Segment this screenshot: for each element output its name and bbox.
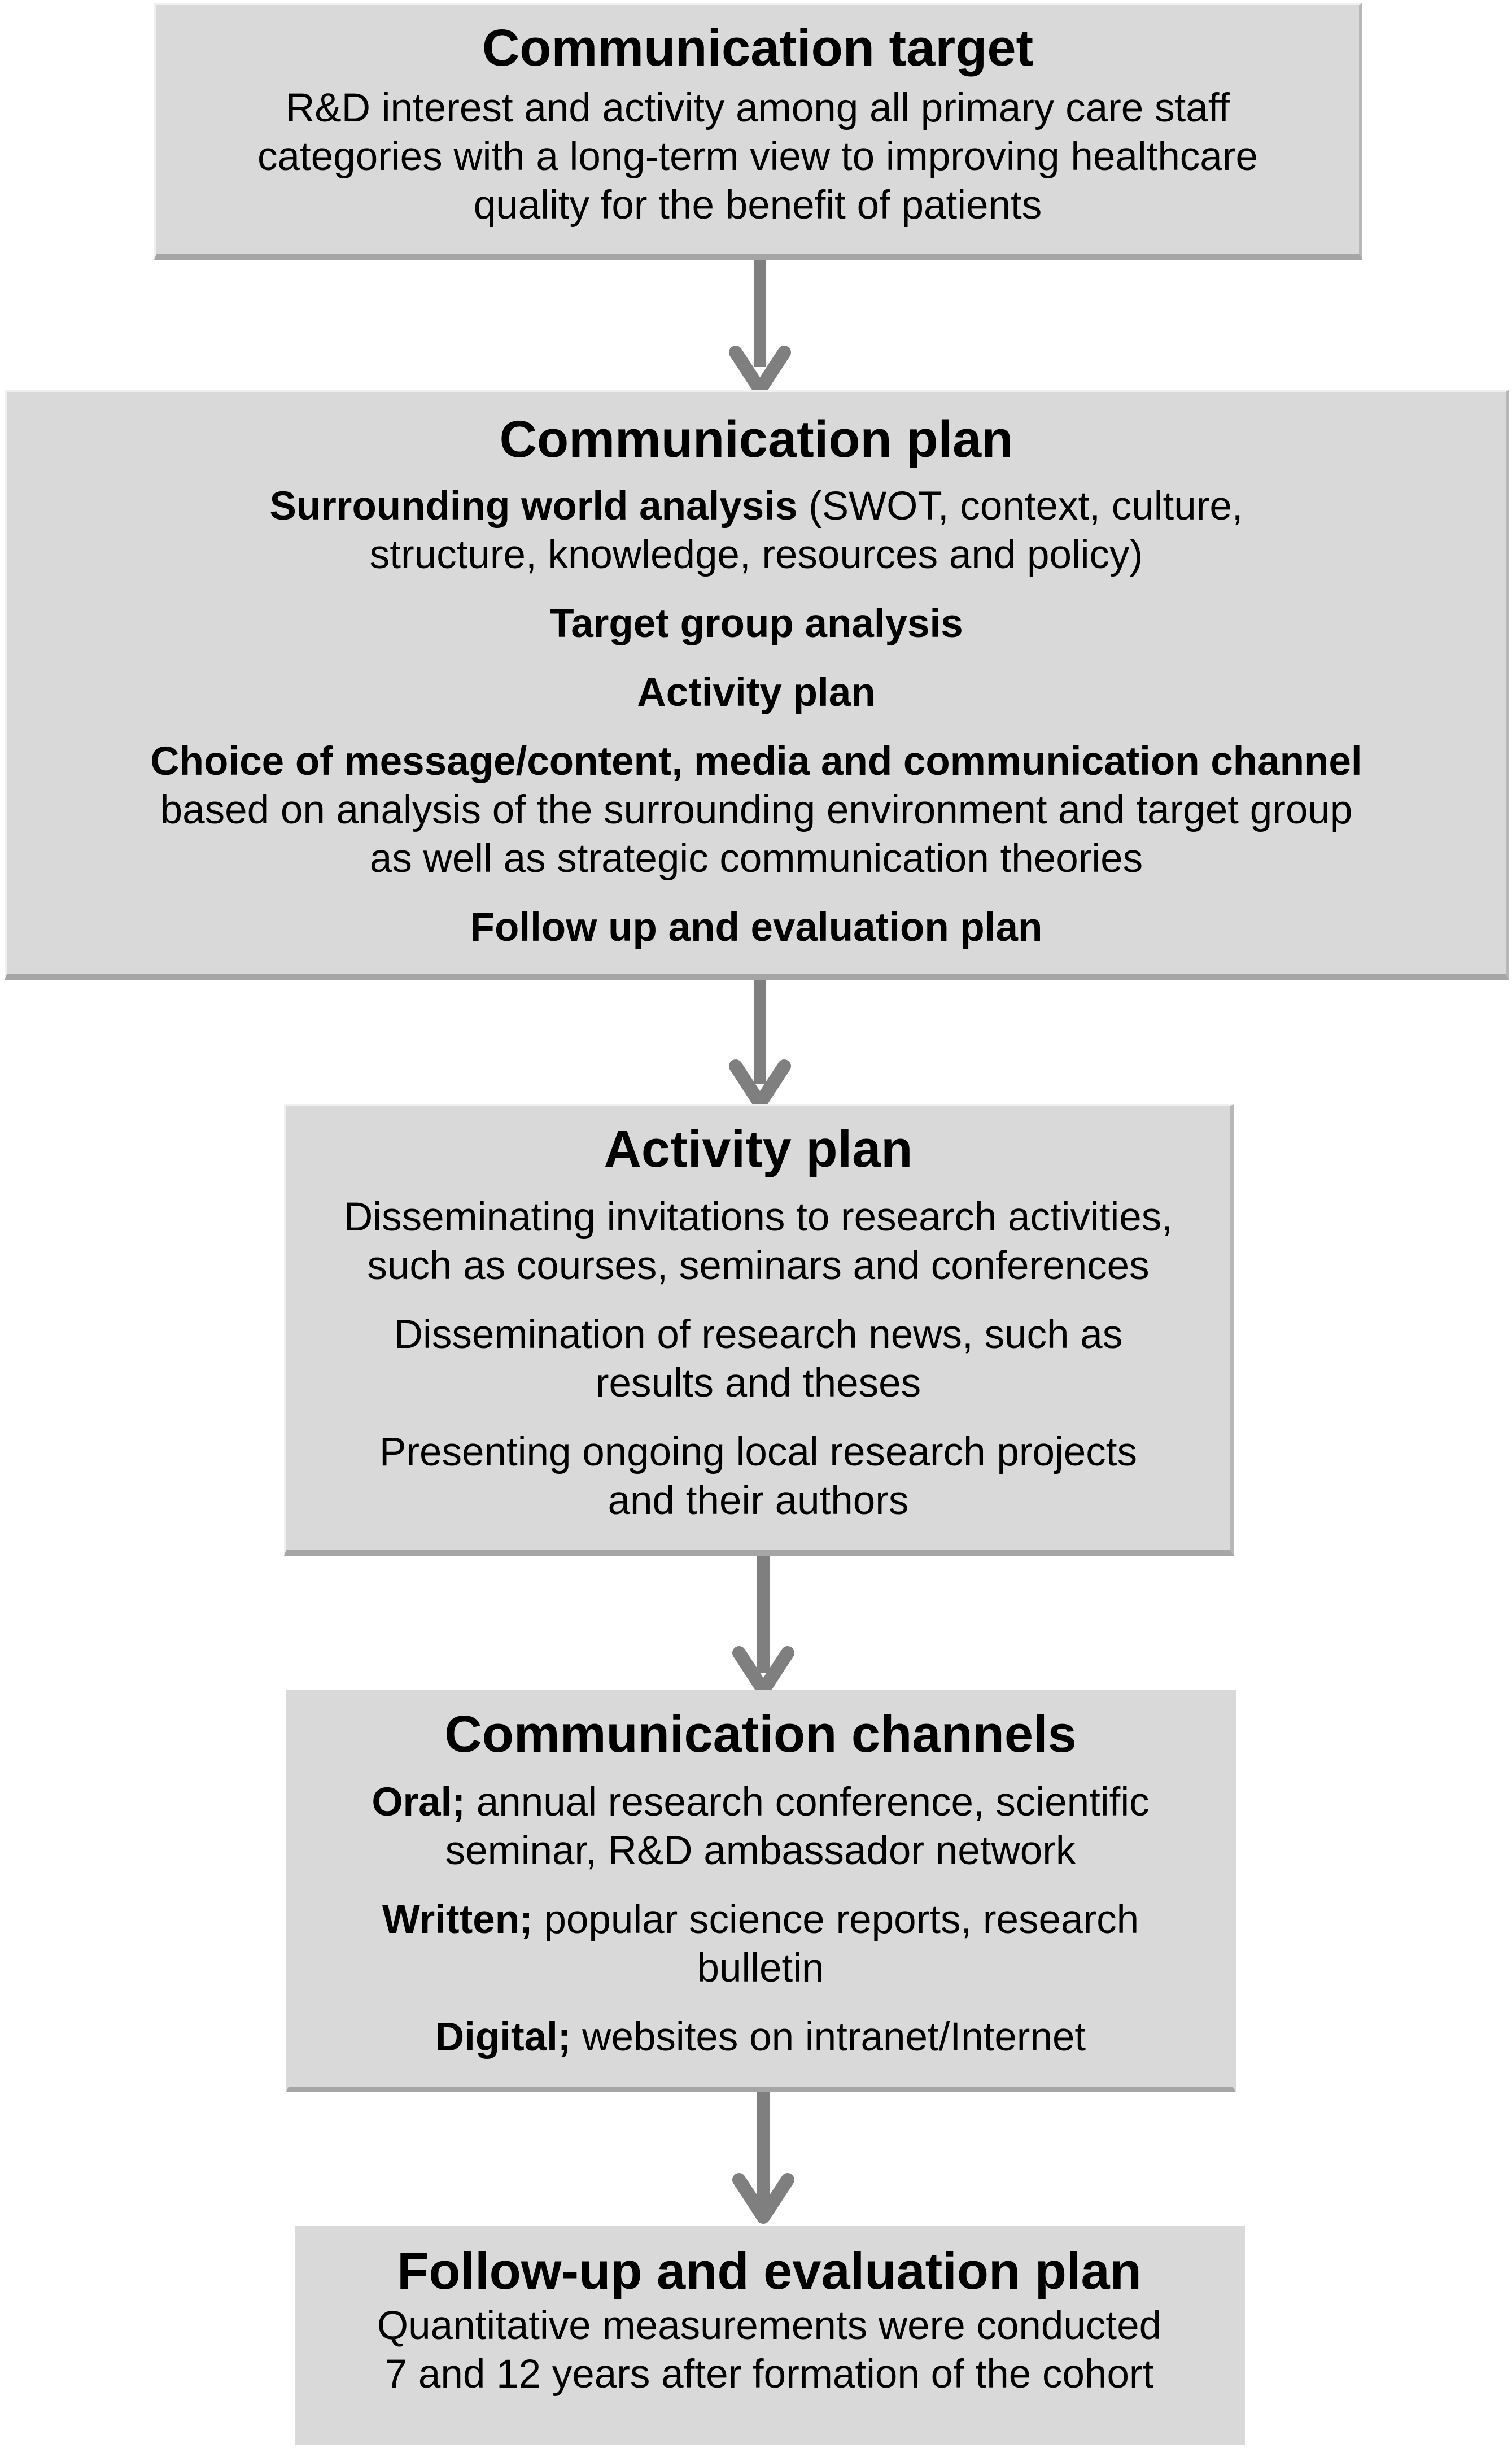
activity-item-research-news-line-2: results and theses — [595, 1361, 921, 1406]
follow-up-evaluation-plan-item: Follow up and evaluation plan — [470, 905, 1043, 950]
communication-channels-title: Communication channels — [444, 1705, 1077, 1763]
channel-oral-detail-2: seminar, R&D ambassador network — [445, 1829, 1076, 1873]
arrow-target-to-plan — [729, 257, 791, 396]
choice-of-message-label: Choice of message/content, media and com… — [150, 739, 1362, 784]
arrow-activity-to-channels — [732, 1552, 794, 1697]
activity-item-invitations-line-1: Disseminating invitations to research ac… — [344, 1195, 1173, 1240]
activity-item-local-projects-line-1: Presenting ongoing local research projec… — [379, 1430, 1137, 1474]
plan-activity-plan: Activity plan — [637, 670, 876, 715]
channel-written-label: Written; — [382, 1897, 533, 1942]
follow-up-evaluation-box: Follow-up and evaluation plan Quantitati… — [295, 2226, 1245, 2445]
activity-item-research-news-line-1: Dissemination of research news, such as — [394, 1312, 1123, 1357]
communication-plan-title: Communication plan — [499, 411, 1013, 468]
surrounding-world-analysis: Surrounding world analysis (SWOT, contex… — [29, 482, 1483, 579]
activity-item-research-news: Dissemination of research news, such as … — [309, 1311, 1208, 1408]
surrounding-world-analysis-detail: (SWOT, context, culture, — [797, 484, 1243, 529]
choice-of-message-detail-2: as well as strategic communication theor… — [369, 836, 1143, 881]
communication-channels-box: Communication channels Oral; annual rese… — [286, 1690, 1236, 2092]
channel-oral-label: Oral; — [372, 1780, 466, 1825]
choice-of-message-detail-1: based on analysis of the surrounding env… — [160, 788, 1353, 832]
communication-target-line-1: R&D interest and activity among all prim… — [286, 86, 1230, 130]
follow-up-evaluation-title: Follow-up and evaluation plan — [397, 2242, 1142, 2300]
communication-target-box: Communication target R&D interest and ac… — [154, 3, 1362, 260]
arrow-plan-to-activity — [729, 974, 791, 1110]
activity-plan-title: Activity plan — [604, 1120, 913, 1178]
target-group-analysis: Target group analysis — [549, 601, 963, 646]
channel-written-detail-2: bulletin — [697, 1946, 824, 1991]
channel-digital: Digital; websites on intranet/Internet — [311, 2013, 1210, 2062]
activity-plan-box: Activity plan Disseminating invitations … — [284, 1104, 1234, 1556]
channel-oral-detail: annual research conference, scientific — [465, 1780, 1150, 1825]
follow-up-evaluation-line-2: 7 and 12 years after formation of the co… — [384, 2352, 1154, 2397]
activity-item-invitations-line-2: such as courses, seminars and conference… — [367, 1243, 1150, 1288]
channel-written: Written; popular science reports, resear… — [311, 1896, 1210, 1993]
choice-of-message: Choice of message/content, media and com… — [29, 738, 1483, 883]
activity-item-invitations: Disseminating invitations to research ac… — [309, 1193, 1208, 1290]
follow-up-evaluation-line-1: Quantitative measurements were conducted — [377, 2303, 1162, 2348]
channel-digital-detail: websites on intranet/Internet — [571, 2015, 1086, 2059]
activity-item-local-projects: Presenting ongoing local research projec… — [309, 1428, 1208, 1525]
communication-target-title: Communication target — [482, 19, 1034, 77]
communication-target-line-3: quality for the benefit of patients — [473, 183, 1042, 228]
communication-target-line-2: categories with a long-term view to impr… — [257, 134, 1258, 179]
communication-plan-box: Communication plan Surrounding world ana… — [5, 390, 1509, 980]
channel-oral: Oral; annual research conference, scient… — [311, 1778, 1210, 1875]
surrounding-world-analysis-detail-2: structure, knowledge, resources and poli… — [369, 533, 1143, 577]
surrounding-world-analysis-label: Surrounding world analysis — [269, 484, 798, 529]
activity-item-local-projects-line-2: and their authors — [608, 1478, 909, 1523]
channel-digital-label: Digital; — [435, 2015, 571, 2059]
arrow-channels-to-evaluation — [732, 2089, 794, 2224]
channel-written-detail: popular science reports, research — [532, 1897, 1139, 1942]
